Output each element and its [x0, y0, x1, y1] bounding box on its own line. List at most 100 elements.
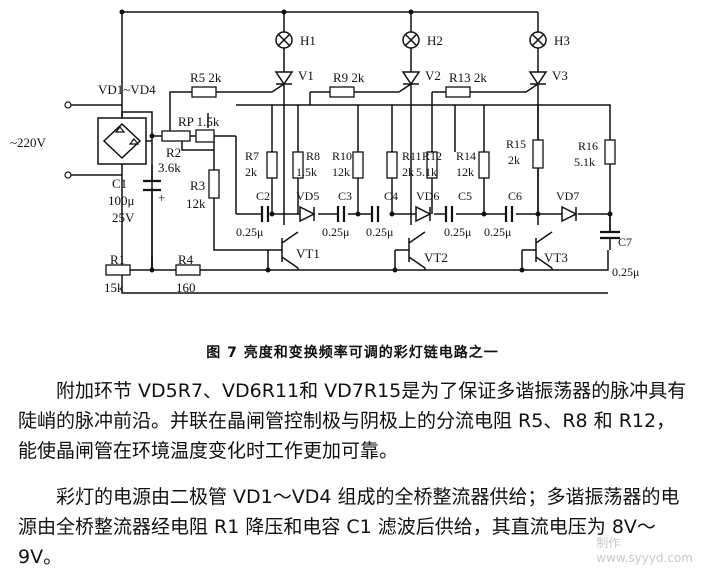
vt2-label: VT2	[424, 250, 448, 265]
lamp-h3	[529, 31, 547, 62]
capacitor-c6	[504, 206, 514, 222]
r14-name: R14	[456, 149, 476, 163]
r1-name: R1	[110, 252, 125, 267]
transistor-vt1	[268, 231, 299, 270]
r12-name: R12	[422, 149, 442, 163]
r10-value: 12k	[332, 165, 350, 179]
lamp-h1-label: H1	[300, 33, 316, 48]
thyristor-v1	[271, 71, 294, 225]
mains-input	[64, 101, 122, 179]
lamp-h2-label: H2	[427, 33, 443, 48]
r4-name: R4	[178, 252, 194, 267]
vd6-label: VD6	[416, 189, 439, 203]
c5-value: 0.25μ	[444, 225, 471, 239]
paragraph-1: 附加环节 VD5R7、VD6R11和 VD7R15是为了保证多谐振荡器的脉冲具有…	[18, 380, 687, 462]
thyristor-v3-label: V3	[552, 68, 568, 83]
r10-name: R10	[332, 149, 352, 163]
c4-value: 0.25μ	[366, 225, 393, 239]
r8-value: 1.5k	[296, 165, 317, 179]
r2-name: R2	[166, 145, 181, 160]
c7-label: C7	[618, 235, 632, 249]
lamp-h3-label: H3	[554, 33, 570, 48]
transistor-vt2	[395, 231, 426, 270]
capacitor-c1	[143, 165, 161, 270]
resistor-r16	[604, 139, 616, 165]
c5-label: C5	[458, 189, 472, 203]
capacitor-c4	[370, 206, 380, 222]
lamp-wires	[283, 62, 539, 72]
vd5-label: VD5	[296, 189, 319, 203]
r2-value: 3.6k	[158, 160, 181, 175]
resistor-r15	[532, 139, 544, 169]
c2-label: C2	[256, 189, 270, 203]
resistor-r7	[266, 151, 278, 179]
diode-vd7	[561, 205, 578, 223]
capacitor-c3	[336, 206, 346, 222]
watermark-url: www.syyyd.com	[596, 551, 693, 565]
r3-name: R3	[190, 178, 205, 193]
r11-value: 2k	[402, 165, 414, 179]
bridge-rectifier	[97, 105, 153, 270]
c1-value: 100μ	[108, 193, 135, 208]
junction-dots	[119, 9, 613, 273]
bottom-rails	[121, 250, 609, 294]
resistor-r14	[478, 151, 490, 179]
r3-value: 12k	[186, 196, 206, 211]
resistor-r5	[191, 86, 217, 98]
stage-wires	[236, 104, 611, 232]
capacitor-c5	[444, 206, 454, 222]
r7-name: R7	[245, 149, 259, 163]
r15-value: 2k	[508, 153, 520, 167]
rp-label: RP 1.5k	[178, 114, 220, 129]
c4-label: C4	[384, 189, 398, 203]
transistor-vt3	[522, 231, 553, 270]
circuit-diagram: ~220V VD1~VD4 H1 H2 H3 V1 V2 V3 R5 2k R9…	[10, 9, 639, 295]
lamp-h2	[402, 31, 420, 62]
bridge-label: VD1~VD4	[98, 82, 156, 97]
figure-caption: 图 7 亮度和变换频率可调的彩灯链电路之一	[206, 345, 499, 361]
c1-voltage: 25V	[112, 210, 135, 225]
vd7-label: VD7	[556, 189, 579, 203]
r11-name: R11	[402, 149, 422, 163]
r4-value: 160	[176, 280, 196, 295]
thyristor-v1-label: V1	[298, 68, 314, 83]
r1-value: 15k	[104, 280, 124, 295]
capacitor-c2	[260, 206, 270, 222]
gate-wires	[182, 91, 526, 105]
diode-vd6	[415, 205, 432, 223]
c1-name: C1	[112, 176, 127, 191]
r13-label: R13 2k	[449, 70, 487, 85]
resistor-r10	[352, 151, 364, 179]
top-rail	[121, 11, 539, 105]
c3-label: C3	[338, 189, 352, 203]
r15-name: R15	[506, 137, 526, 151]
c6-label: C6	[508, 189, 522, 203]
resistor-r2	[161, 130, 191, 142]
watermark: 制作 www.syyyd.com	[596, 534, 693, 565]
r14-value: 12k	[456, 165, 474, 179]
watermark-text: 制作	[596, 536, 621, 550]
capacitor-c7	[600, 230, 620, 240]
diode-vd5	[299, 205, 316, 223]
c6-value: 0.25μ	[484, 225, 511, 239]
c3-value: 0.25μ	[322, 225, 349, 239]
resistor-r4	[175, 264, 201, 276]
thyristor-v2-label: V2	[425, 68, 441, 83]
vt3-label: VT3	[544, 250, 568, 265]
r8-name: R8	[306, 149, 320, 163]
resistor-r3	[208, 169, 220, 199]
resistor-r13	[445, 86, 471, 98]
supply-wires	[152, 91, 258, 215]
resistor-rp	[195, 129, 215, 143]
r9-label: R9 2k	[333, 70, 365, 85]
lamp-h1	[275, 31, 293, 62]
resistor-r9	[329, 86, 355, 98]
resistor-r11	[386, 151, 398, 179]
r12-value: 5.1k	[416, 165, 437, 179]
mains-label: ~220V	[10, 135, 47, 150]
r5-label: R5 2k	[190, 70, 222, 85]
resistor-r1	[105, 264, 131, 276]
c1-plus: +	[158, 190, 165, 205]
r16-name: R16	[578, 139, 598, 153]
vt1-label: VT1	[296, 246, 320, 261]
